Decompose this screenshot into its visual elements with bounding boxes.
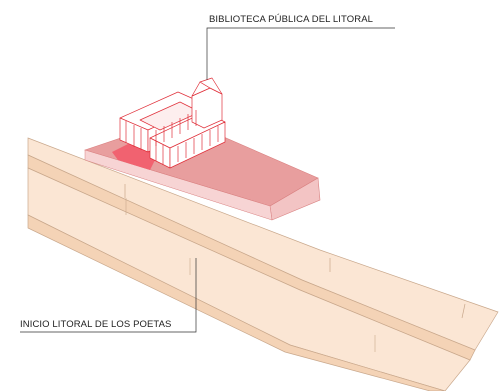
promenade-label: INICIO LITORAL DE LOS POETAS (20, 319, 172, 330)
plaza-edge (84, 149, 273, 221)
tower-roof (199, 77, 223, 95)
library-callout: BIBLIOTECA PÚBLICA DEL LITORAL (206, 14, 395, 80)
library-building (112, 77, 226, 170)
front-bays (125, 121, 164, 165)
promenade (27, 137, 499, 391)
window-row (177, 126, 219, 162)
promenade-joint (461, 303, 466, 319)
right-wing-side (169, 121, 226, 169)
library-leader-line (206, 27, 395, 80)
promenade-callout: INICIO LITORAL DE LOS POETAS (20, 258, 197, 333)
library-label: BIBLIOTECA PÚBLICA DEL LITORAL (209, 14, 373, 25)
promenade-front-face (27, 214, 446, 391)
promenade-leader-line (20, 258, 197, 333)
window-row (155, 110, 197, 146)
